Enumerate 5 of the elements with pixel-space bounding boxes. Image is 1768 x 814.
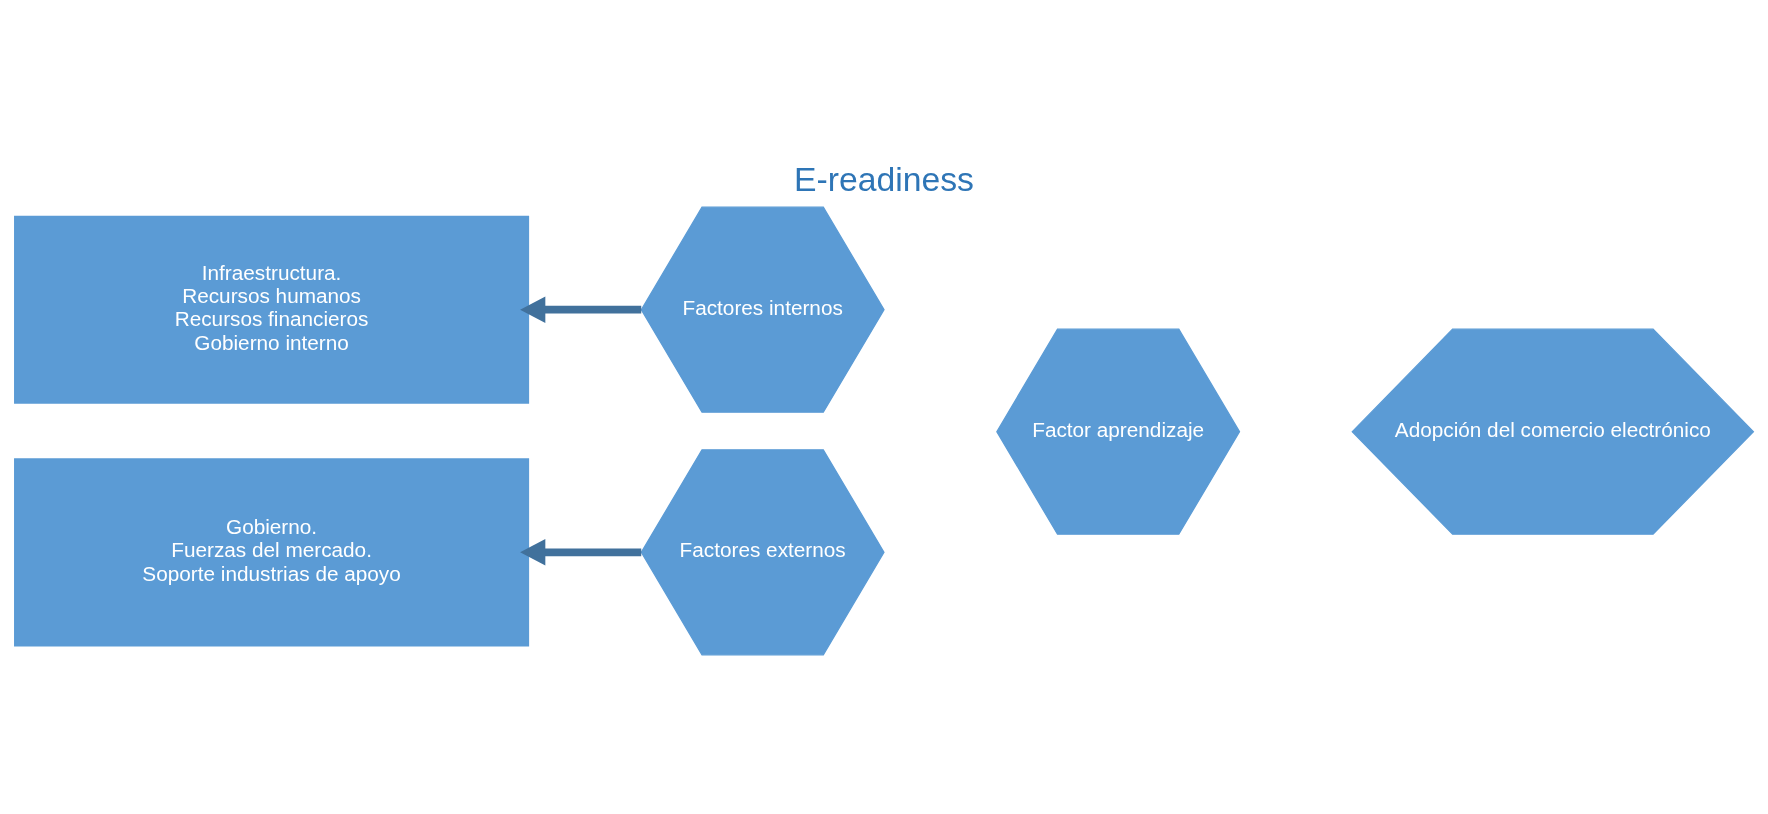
- arrow: [520, 539, 642, 566]
- diagram-title: E-readiness: [794, 160, 974, 199]
- node-box: Gobierno. Fuerzas del mercado. Soporte industrias de apoyo: [14, 458, 530, 647]
- arrow: [520, 296, 642, 323]
- node-box: Infraestructura. Recursos humanos Recursos financieros Gobierno interno: [14, 215, 530, 404]
